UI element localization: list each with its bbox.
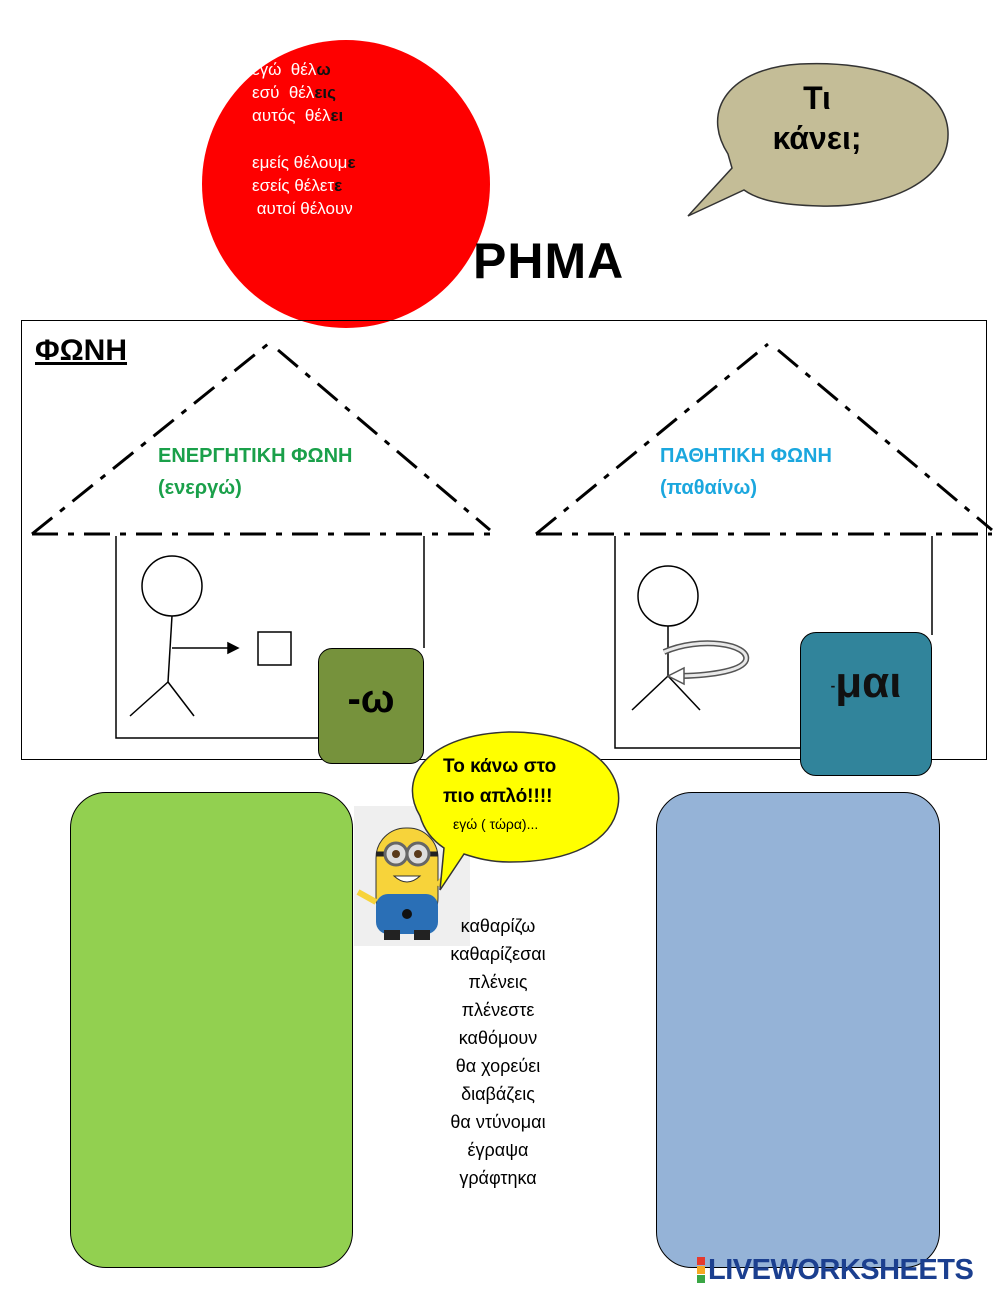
stick-figure-active xyxy=(129,555,292,717)
active-drop-zone[interactable] xyxy=(70,792,353,1268)
conj-ending: ε xyxy=(347,153,356,172)
conj-ending: ε xyxy=(334,176,343,195)
passive-drop-zone[interactable] xyxy=(656,792,940,1268)
conjugation-list: εγώ θέλω εσύ θέλεις αυτός θέλει εμείς θέ… xyxy=(252,58,356,220)
draggable-verb[interactable]: καθαρίζεσαι xyxy=(450,944,546,964)
passive-ending-text: μαι xyxy=(835,658,902,707)
passive-ending-tile: -μαι xyxy=(800,632,932,776)
conjugation-row: εσείς θέλετε xyxy=(252,174,356,197)
conj-stem: αυτοί θέλουν xyxy=(252,199,353,218)
passive-voice-label: ΠΑΘΗΤΙΚΗ ΦΩΝΗ (παθαίνω) xyxy=(660,440,832,504)
draggable-verb[interactable]: θα χορεύει xyxy=(455,1056,541,1076)
verb-list: καθαρίζω καθαρίζεσαι πλένεις πλένεστε κα… xyxy=(410,912,586,1192)
conj-stem: αυτός θέλ xyxy=(252,106,331,125)
conjugation-row: εγώ θέλω xyxy=(252,58,356,81)
conjugation-row: αυτοί θέλουν xyxy=(252,197,356,220)
speech-bubble-question xyxy=(687,62,949,217)
conjugation-row: εσύ θέλεις xyxy=(252,81,356,104)
roof-line xyxy=(277,348,491,532)
house-wall xyxy=(115,536,318,739)
conjugation-gap xyxy=(252,127,356,151)
draggable-verb[interactable]: έγραψα xyxy=(467,1140,529,1160)
speech-bubble-tip xyxy=(411,731,620,891)
roof-line xyxy=(535,342,769,536)
conj-ending: εις xyxy=(314,83,336,102)
draggable-verb[interactable]: πλένεις xyxy=(468,972,528,992)
speech-question-text: Τι κάνει; xyxy=(742,78,892,158)
bubble-text: Το κάνω στο πιο απλό!!!! xyxy=(443,752,603,812)
stick-figure-passive xyxy=(631,565,750,711)
draggable-verb[interactable]: γράφτηκα xyxy=(459,1168,537,1188)
conj-stem: εσύ θέλ xyxy=(252,83,315,102)
conj-ending: ω xyxy=(316,60,331,79)
houses-drawing xyxy=(31,342,993,749)
house-wall xyxy=(614,536,800,749)
passive-voice-title: ΠΑΘΗΤΙΚΗ ΦΩΝΗ xyxy=(660,445,832,467)
speech-question-line: κάνει; xyxy=(772,120,862,156)
conjugation-row: εμείς θέλουμε xyxy=(252,151,356,174)
conj-ending: ει xyxy=(330,106,344,125)
liveworksheets-logo: LIVEWORKSHEETS xyxy=(697,1253,974,1286)
bubble-subtext: εγώ ( τώρα)... xyxy=(453,816,539,832)
voice-label: ΦΩΝΗ xyxy=(35,334,128,367)
logo-text: LIVEWORKSHEETS xyxy=(708,1253,974,1286)
roof-line xyxy=(31,342,269,536)
active-voice-subtitle: (ενεργώ) xyxy=(158,477,242,499)
bubble-line: Το κάνω στο xyxy=(443,756,557,777)
draggable-verb[interactable]: καθόμουν xyxy=(458,1028,538,1048)
active-voice-title: ΕΝΕΡΓΗΤΙΚΗ ΦΩΝΗ xyxy=(158,445,353,467)
conj-stem: εσείς θέλετ xyxy=(252,176,335,195)
conj-stem: εμείς θέλουμ xyxy=(252,153,348,172)
conjugation-circle xyxy=(202,40,490,328)
minion-icon xyxy=(356,827,455,940)
draggable-verb[interactable]: θα ντύνομαι xyxy=(450,1112,546,1132)
conjugation-row: αυτός θέλει xyxy=(252,104,356,127)
page-title: ΡΗΜΑ xyxy=(473,233,625,289)
draggable-verb[interactable]: διαβάζεις xyxy=(461,1084,535,1104)
passive-ending-dash: - xyxy=(830,677,836,694)
conj-stem: εγώ θέλ xyxy=(252,60,317,79)
draggable-verb[interactable]: πλένεστε xyxy=(461,1000,535,1020)
speech-question-line: Τι xyxy=(803,80,831,116)
roof-line xyxy=(777,348,993,532)
bubble-line: πιο απλό!!!! xyxy=(443,786,553,807)
passive-voice-subtitle: (παθαίνω) xyxy=(660,477,758,499)
draggable-verb[interactable]: καθαρίζω xyxy=(460,916,536,936)
logo-mark-icon xyxy=(697,1257,705,1283)
active-ending-tile: -ω xyxy=(318,648,424,764)
active-voice-label: ΕΝΕΡΓΗΤΙΚΗ ΦΩΝΗ (ενεργώ) xyxy=(158,440,352,504)
